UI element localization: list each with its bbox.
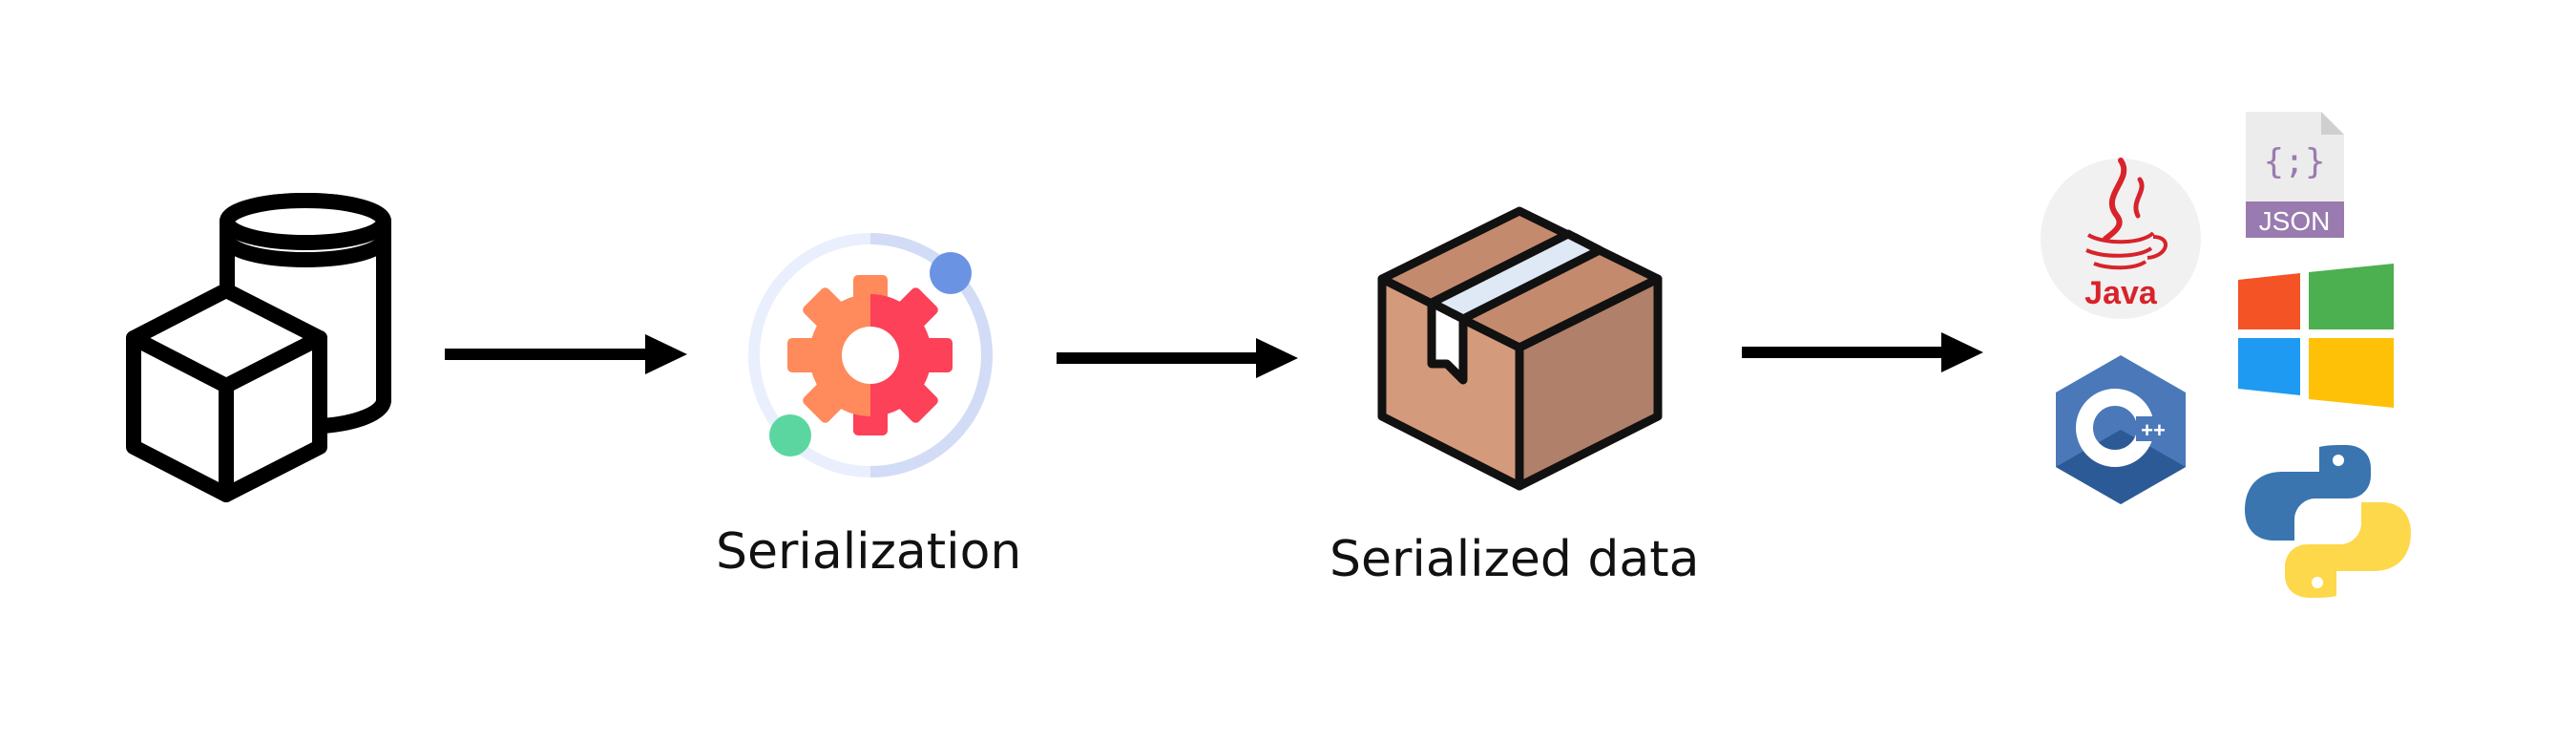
object-storage-icon — [126, 193, 391, 502]
json-file-icon: {;} JSON — [2246, 112, 2344, 238]
java-logo-text: Java — [2084, 275, 2158, 311]
python-logo-icon — [2245, 445, 2411, 598]
json-label: JSON — [2259, 206, 2331, 236]
windows-logo-icon — [2238, 264, 2394, 408]
arrow-right-icon — [445, 334, 687, 374]
gear-icon — [748, 233, 993, 477]
arrow-right-icon — [1057, 338, 1298, 378]
cpp-plus-text: ++ — [2141, 418, 2166, 442]
java-logo-icon: Java — [2041, 158, 2201, 319]
package-box-icon — [1377, 206, 1663, 491]
serialized-data-label: Serialized data — [1330, 531, 1700, 588]
json-glyph: {;} — [2263, 142, 2325, 181]
arrow-right-icon — [1742, 332, 1983, 372]
cpp-logo-icon: ++ — [2056, 355, 2186, 504]
serialization-label: Serialization — [716, 523, 1022, 581]
